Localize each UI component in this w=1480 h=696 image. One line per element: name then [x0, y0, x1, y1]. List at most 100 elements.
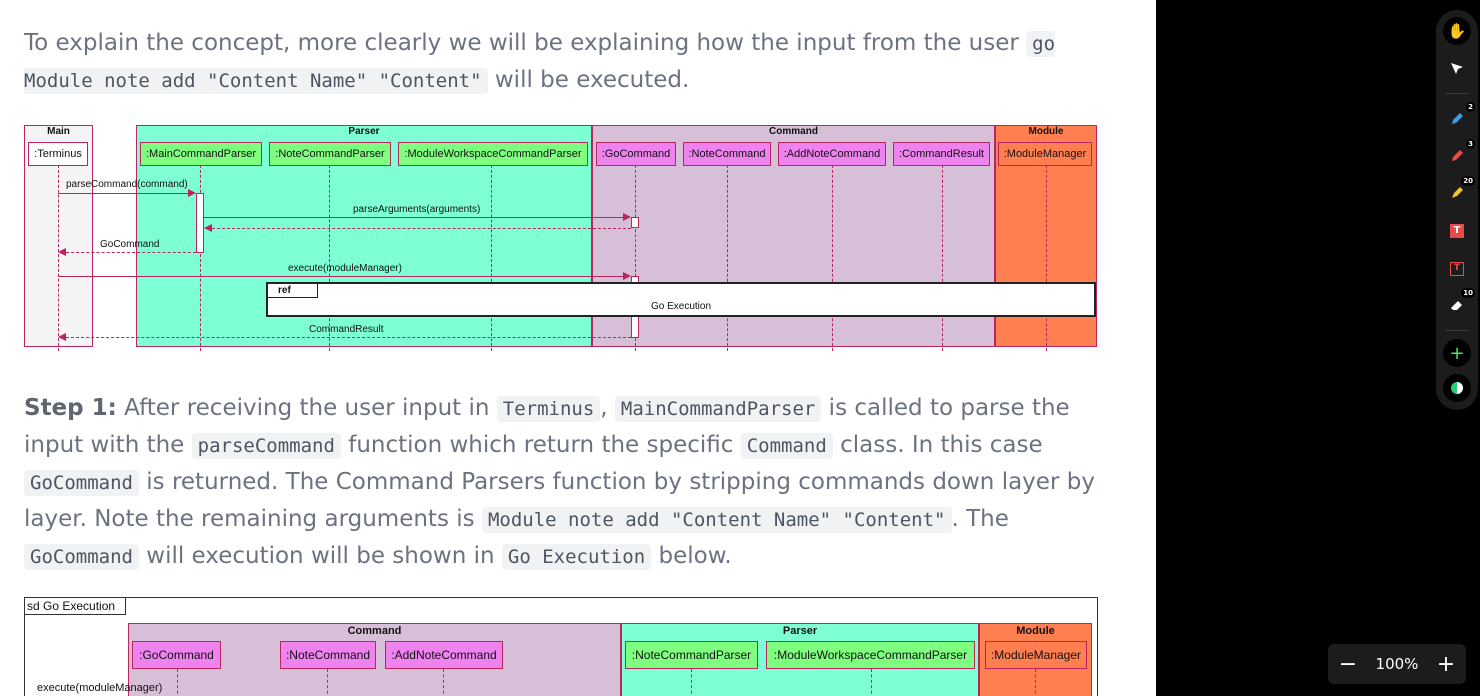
group-module-title: Module: [1028, 126, 1064, 137]
text-span: After receiving the user input in: [116, 395, 497, 421]
zoom-control: − 100% +: [1328, 644, 1466, 684]
activation-bar: [631, 217, 639, 228]
badge: 3: [1466, 139, 1475, 149]
annotation-toolbar: ✋ 2 3 20 T T 10 +: [1436, 10, 1478, 410]
pointer-icon[interactable]: [1443, 54, 1471, 82]
activation-bar: [196, 193, 204, 253]
inline-code: Go Execution: [501, 544, 652, 570]
text-span: ,: [600, 395, 615, 421]
text-span: is returned. The Command Parsers functio…: [24, 469, 1095, 532]
participant-note-command-parser: :NoteCommandParser: [625, 641, 758, 669]
eraser-icon[interactable]: 10: [1443, 288, 1475, 319]
theme-icon[interactable]: [1443, 374, 1471, 402]
participant-command-result: :CommandResult: [893, 142, 990, 166]
arrow-head: [58, 333, 66, 341]
participant-note-command-parser: :NoteCommandParser: [269, 142, 391, 166]
participant-module-manager: :ModuleManager: [985, 641, 1087, 669]
group-command-title: Command: [769, 126, 818, 137]
participant-main-command-parser: :MainCommandParser: [140, 142, 262, 166]
return-arrow: [66, 252, 196, 253]
pen-red-icon[interactable]: 3: [1443, 139, 1475, 170]
participant-add-note-command: :AddNoteCommand: [385, 641, 503, 669]
ref-frame: ref Go Execution: [266, 282, 1096, 317]
inline-code: Module note add "Content Name" "Content": [481, 507, 952, 533]
document-page: To explain the concept, more clearly we …: [0, 0, 1156, 696]
group-command-title: Command: [347, 625, 402, 637]
hand-icon[interactable]: ✋: [1443, 17, 1471, 45]
pen-blue-icon[interactable]: 2: [1443, 102, 1475, 133]
step-label: Step 1:: [24, 395, 117, 421]
intro-text: To explain the concept, more clearly we …: [24, 30, 1027, 56]
text-span: function which return the specific: [340, 432, 741, 458]
badge: 2: [1466, 102, 1475, 112]
inline-code: Terminus: [496, 396, 601, 422]
group-parser-title: Parser: [348, 126, 380, 137]
text-box-icon[interactable]: T: [1443, 217, 1471, 245]
step1-paragraph: Step 1: After receiving the user input i…: [24, 390, 1104, 575]
lifeline: [329, 165, 330, 351]
sequence-diagram-overview: Main Parser Command Module :Terminus :Ma…: [24, 125, 1098, 351]
add-icon[interactable]: +: [1443, 339, 1471, 367]
text-span: will execution will be shown in: [138, 543, 502, 569]
toolbar-divider: [1445, 93, 1469, 94]
lifeline: [871, 669, 872, 696]
zoom-out-button[interactable]: −: [1338, 651, 1358, 677]
message-arrow: [58, 193, 188, 194]
arrow-head: [58, 248, 66, 256]
arrow-head: [623, 272, 631, 280]
text-span: below.: [651, 543, 732, 569]
return-arrow: [212, 228, 631, 229]
intro-paragraph: To explain the concept, more clearly we …: [24, 25, 1104, 99]
participant-module-manager: :ModuleManager: [998, 142, 1092, 166]
participant-go-command: :GoCommand: [596, 142, 676, 166]
text-span: class. In this case: [832, 432, 1043, 458]
inline-code: GoCommand: [24, 470, 139, 496]
group-parser-title: Parser: [782, 625, 818, 637]
message-label: execute(moduleManager): [288, 263, 402, 274]
lifeline: [1046, 165, 1047, 351]
participant-module-workspace-command-parser: :ModuleWorkspaceCommandParser: [766, 641, 975, 669]
arrow-head: [204, 224, 212, 232]
text-icon[interactable]: T: [1443, 255, 1471, 283]
lifeline: [443, 669, 444, 696]
inline-code: parseCommand: [191, 433, 341, 459]
message-label: execute(moduleManager): [37, 682, 163, 694]
lifeline: [1035, 669, 1036, 696]
message-arrow: [204, 217, 623, 218]
lifeline: [200, 165, 201, 351]
badge: 20: [1461, 176, 1475, 186]
text-span: . The: [951, 506, 1009, 532]
message-label: parseArguments(arguments): [353, 204, 481, 215]
participant-note-command: :NoteCommand: [683, 142, 771, 166]
message-label: parseCommand(command): [66, 179, 188, 190]
zoom-in-button[interactable]: +: [1436, 651, 1456, 677]
lifeline: [58, 165, 59, 351]
arrow-head: [188, 189, 196, 197]
lifeline: [327, 669, 328, 696]
frame-label: sd Go Execution: [25, 598, 127, 615]
sequence-diagram-go-execution: sd Go Execution Command Parser Module :G…: [24, 597, 1098, 696]
ref-tag: ref: [268, 284, 318, 298]
inline-code: GoCommand: [24, 544, 139, 570]
lifeline: [691, 669, 692, 696]
participant-go-command: :GoCommand: [132, 641, 221, 669]
arrow-head: [623, 213, 631, 221]
participant-note-command: :NoteCommand: [280, 641, 376, 669]
participant-add-note-command: :AddNoteCommand: [778, 142, 886, 166]
lifeline: [727, 165, 728, 351]
message-arrow: [58, 276, 623, 277]
toolbar-divider: [1445, 330, 1469, 331]
ref-label: Go Execution: [650, 301, 712, 312]
participant-terminus: :Terminus: [28, 142, 88, 166]
badge: 10: [1461, 288, 1475, 298]
group-module-title: Module: [1016, 625, 1055, 637]
zoom-level: 100%: [1375, 655, 1419, 673]
intro-text-end: will be executed.: [487, 67, 690, 93]
highlighter-icon[interactable]: 20: [1443, 176, 1475, 207]
message-label: CommandResult: [309, 324, 384, 335]
message-label: GoCommand: [100, 239, 160, 250]
text-span: is called to parse the input with the: [24, 395, 1070, 458]
participant-module-workspace-command-parser: :ModuleWorkspaceCommandParser: [398, 142, 588, 166]
inline-code: MainCommandParser: [614, 396, 822, 422]
lifeline: [635, 165, 636, 351]
